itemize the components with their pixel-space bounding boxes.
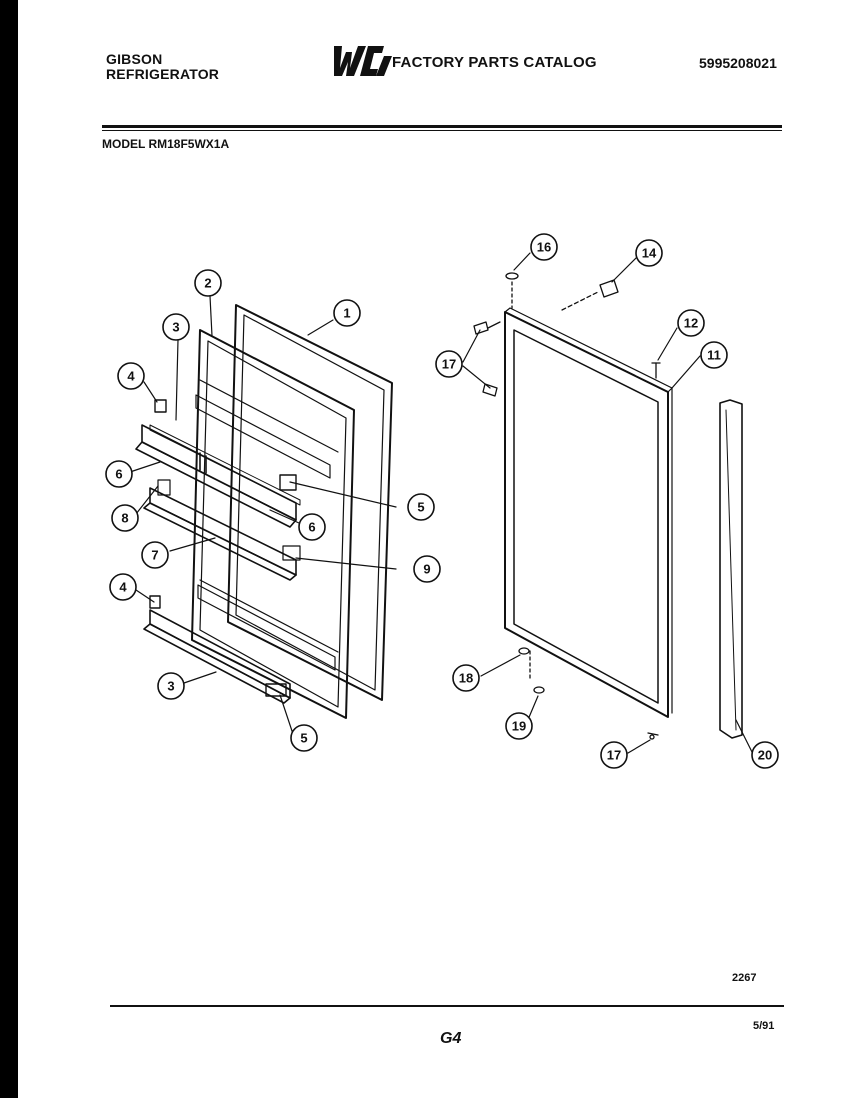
outer-door-panel: [227, 304, 393, 701]
callout-5-lower: 5: [300, 731, 307, 746]
callout-11: 11: [707, 348, 721, 363]
callout-14: 14: [642, 246, 657, 261]
header-rule-thin: [102, 130, 782, 131]
callout-18: 18: [459, 671, 473, 686]
callout-3-lower: 3: [167, 679, 174, 694]
diagram-code: 2267: [732, 972, 757, 984]
callout-8: 8: [121, 511, 128, 526]
callout-7: 7: [151, 548, 158, 563]
lower-shelf-rail: [143, 609, 291, 704]
door-liner: [191, 329, 355, 719]
callout-12: 12: [684, 316, 698, 331]
page-label: G4: [440, 1030, 462, 1047]
callout-6-right: 6: [308, 520, 315, 535]
callout-bubbles: [105, 233, 779, 769]
product-type: REFRIGERATOR: [106, 66, 220, 82]
catalog-title: FACTORY PARTS CATALOG: [392, 54, 597, 71]
upper-shelf-rail: [135, 424, 301, 528]
model-number: MODEL RM18F5WX1A: [102, 137, 230, 151]
brand-block: GIBSON REFRIGERATOR: [106, 52, 219, 82]
leader-lines: [129, 252, 753, 754]
callout-16: 16: [537, 240, 551, 255]
callout-9: 9: [423, 562, 430, 577]
footer-rule: [110, 1005, 784, 1007]
callout-17-upper: 17: [442, 357, 456, 372]
freezer-door-frame: [504, 307, 673, 718]
callout-4-lower: 4: [119, 580, 127, 595]
callout-6-left: 6: [115, 467, 122, 482]
callout-17-lower: 17: [607, 748, 621, 763]
end-caps: [149, 399, 297, 697]
upper-shelf-lower-rail: [143, 479, 301, 581]
callout-2: 2: [204, 276, 211, 291]
door-gasket: [719, 399, 743, 739]
wci-logo: [334, 46, 392, 76]
date-code: 5/91: [753, 1020, 775, 1032]
callout-5-upper: 5: [417, 500, 424, 515]
catalog-number: 5995208021: [699, 55, 777, 71]
callout-4-upper: 4: [127, 369, 135, 384]
header-rule: [102, 125, 782, 128]
brand-name: GIBSON: [106, 51, 163, 67]
callout-3-upper: 3: [172, 320, 179, 335]
small-hardware: [473, 272, 661, 740]
callout-20: 20: [758, 748, 772, 763]
callout-1: 1: [343, 306, 350, 321]
callout-19: 19: [512, 719, 526, 734]
